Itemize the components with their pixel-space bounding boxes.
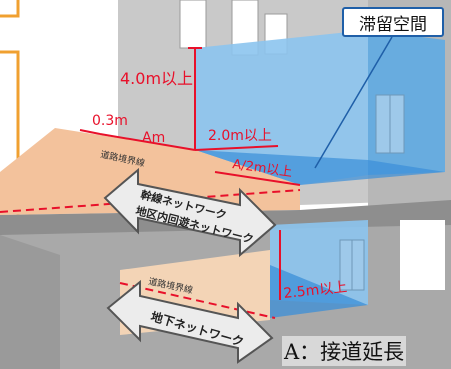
label-width-2m: 2.0m以上	[208, 128, 272, 144]
ground-surface	[0, 128, 300, 215]
dim-2m	[194, 145, 279, 151]
label-height-25m: 2.5m以上	[283, 279, 348, 302]
basement-cut-front	[0, 235, 60, 369]
label-height-4m: 4.0m以上	[120, 69, 193, 88]
trunk-network-arrow[interactable]	[103, 167, 277, 258]
label-width-a: Am	[142, 130, 165, 146]
dim-am	[99, 133, 196, 151]
callout-leader	[314, 36, 393, 169]
orange-frame-top	[0, 0, 20, 18]
legend-text: A：接道延長	[282, 336, 407, 366]
window-1	[179, 0, 207, 49]
label-width-03m: 0.3m	[92, 113, 128, 129]
blue-space-upper-floor	[195, 150, 445, 185]
dim-a-half	[214, 171, 301, 186]
retention-space-callout: 滞留空間	[342, 7, 444, 37]
underground-network-arrow[interactable]	[106, 279, 274, 364]
retention-space-label: 滞留空間	[359, 14, 427, 35]
dim-03m	[79, 129, 101, 135]
road-boundary-line-lower	[119, 282, 276, 319]
white-opening-lower	[400, 220, 445, 290]
blue-space-upper-back	[195, 30, 368, 185]
